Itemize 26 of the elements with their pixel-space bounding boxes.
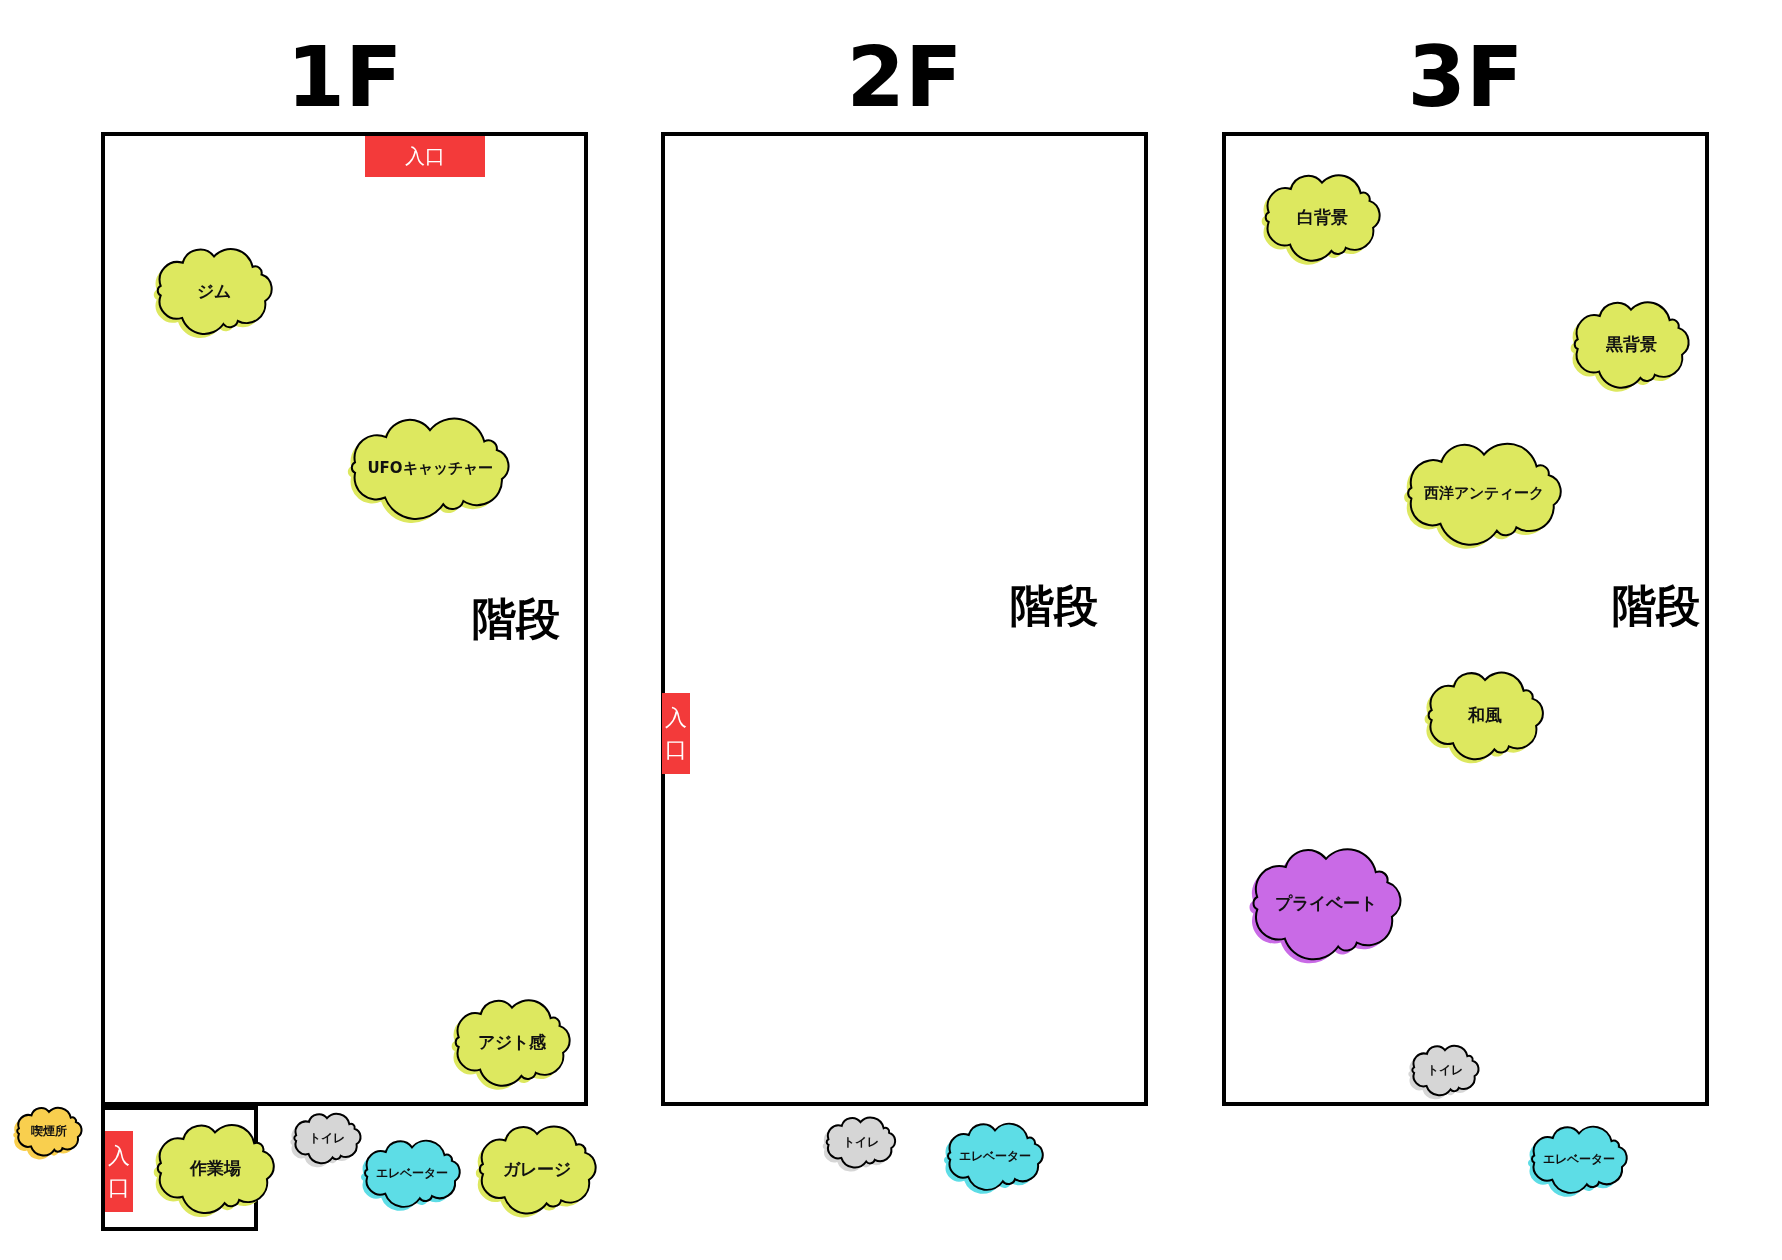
area-label: 和風	[1468, 703, 1502, 727]
area-label: 喫煙所	[31, 1122, 67, 1140]
floor-heading: 3F	[1407, 35, 1524, 119]
floor-heading: 1F	[286, 35, 403, 119]
area-label: 西洋アンティーク	[1424, 483, 1544, 503]
stairs-label: 階段	[1010, 579, 1098, 633]
area-label: UFOキャッチャー	[367, 458, 493, 477]
area-label: エレベーター	[959, 1147, 1031, 1165]
area-label: アジト感	[478, 1030, 546, 1054]
area-label: エレベーター	[1543, 1150, 1615, 1168]
entrance-sign: 入口	[105, 1131, 133, 1212]
area-label: ガレージ	[503, 1157, 571, 1181]
entrance-sign: 入口	[365, 136, 485, 177]
area-label: プライベート	[1275, 891, 1377, 915]
area-label: 白背景	[1296, 205, 1348, 229]
area-label: ジム	[197, 279, 231, 302]
area-label: 作業場	[189, 1156, 241, 1180]
area-label: トイレ	[309, 1129, 345, 1147]
floor-heading: 2F	[846, 35, 963, 119]
area-label: 黒背景	[1605, 332, 1657, 356]
area-label: トイレ	[842, 1133, 879, 1151]
stairs-label: 階段	[472, 592, 560, 646]
area-label: エレベーター	[376, 1164, 448, 1182]
entrance-sign: 入口	[662, 693, 690, 774]
stairs-label: 階段	[1612, 579, 1700, 633]
area-label: トイレ	[1427, 1061, 1463, 1079]
